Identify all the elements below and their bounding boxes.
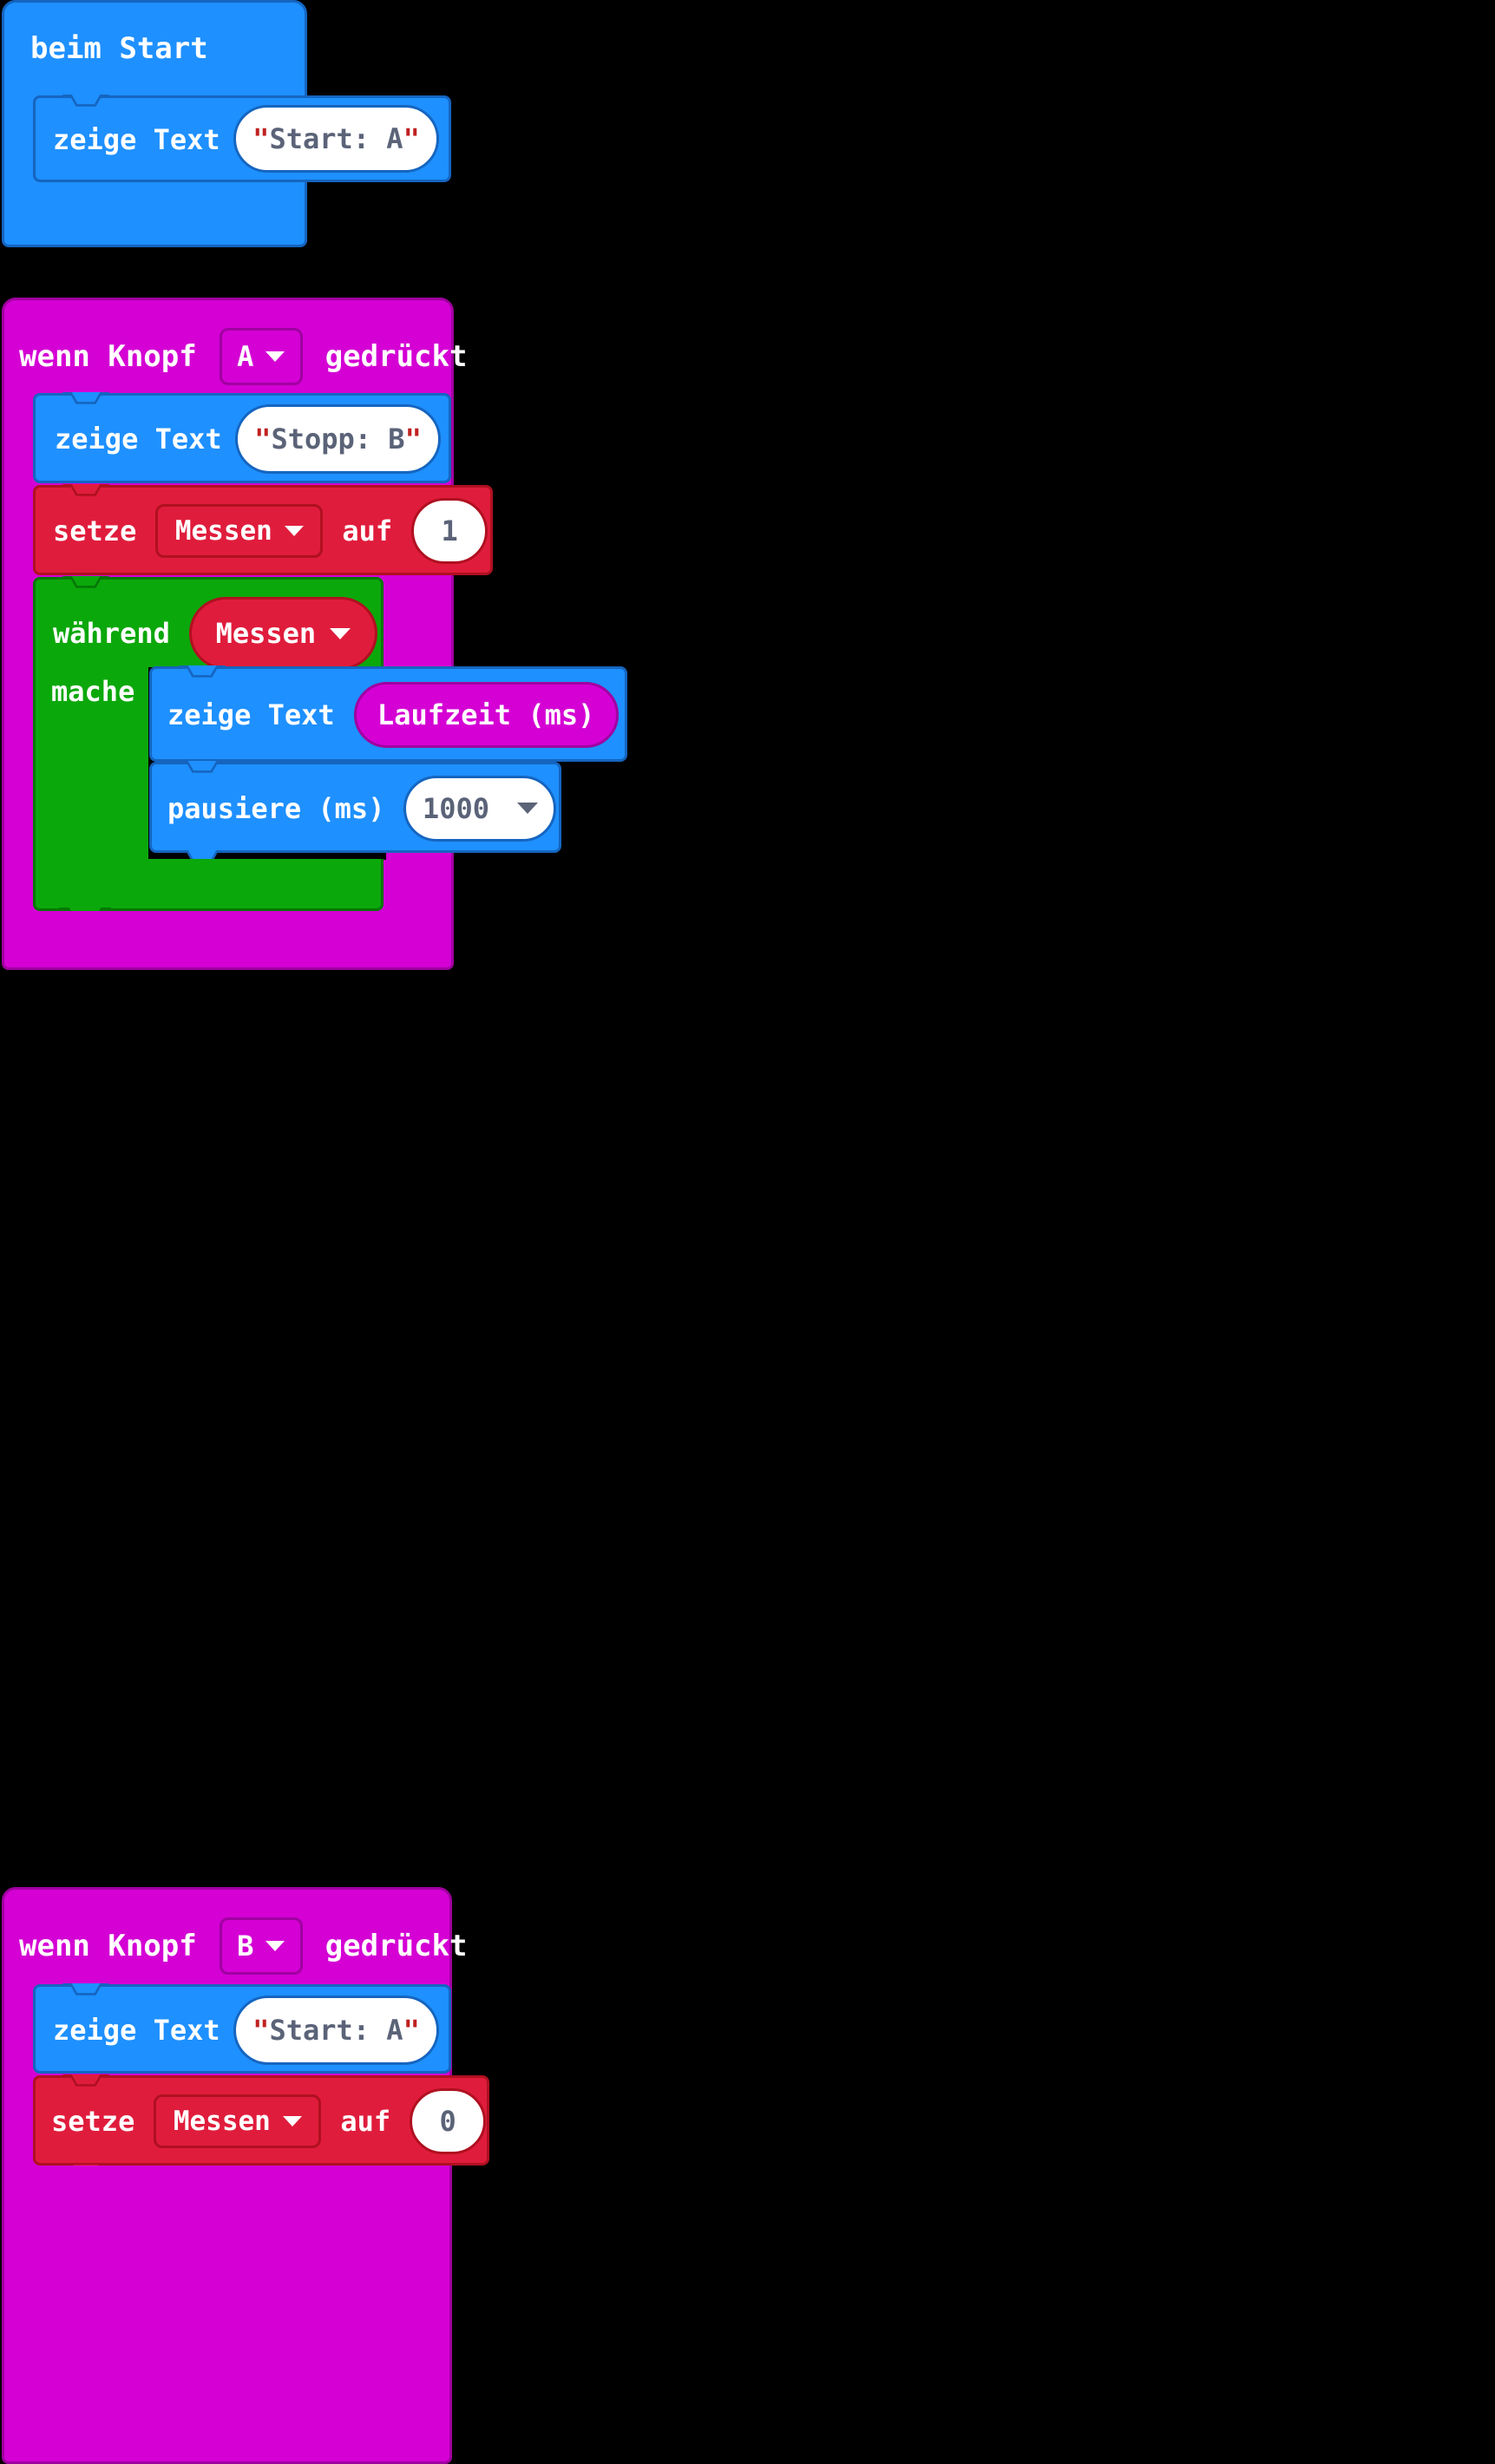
pause-duration-value: 1000 (422, 791, 489, 825)
on-button-b-header-row: wenn Knopf B gedrückt (19, 1917, 467, 1975)
show-string-label-3: zeige Text (53, 2014, 220, 2047)
variable-name-dropdown-2[interactable]: Messen (154, 2094, 322, 2148)
while-header-row: während Messen (53, 597, 377, 670)
string-input-value-2: Stopp: B (271, 423, 405, 455)
running-time-label: Laufzeit (ms) (377, 698, 595, 731)
chevron-down-icon (330, 627, 351, 639)
pause-duration-dropdown[interactable]: 1000 (403, 775, 557, 842)
notch-top-icon (179, 665, 226, 678)
wenn-knopf-label-2: wenn Knopf (19, 1929, 197, 1963)
quote-open: " (254, 423, 272, 455)
string-input-field[interactable]: "Start: A" (233, 105, 439, 173)
show-number-block[interactable]: zeige Text Laufzeit (ms) (149, 665, 627, 762)
show-string-block-3[interactable]: zeige Text "Start: A" (33, 1983, 451, 2074)
string-input-field-2[interactable]: "Stopp: B" (235, 404, 441, 474)
setze-label-2: setze (51, 2105, 135, 2138)
string-input-value: Start: A (269, 122, 403, 155)
while-condition-variable-pill[interactable]: Messen (188, 597, 377, 670)
notch-top-icon (62, 1983, 109, 1995)
set-value-number-field[interactable]: 1 (411, 498, 488, 564)
variable-name-value: Messen (174, 515, 272, 547)
waehrend-label: während (53, 617, 170, 650)
pause-label: pausiere (ms) (167, 791, 385, 825)
show-string-label: zeige Text (53, 123, 220, 156)
variable-name-value-2: Messen (173, 2106, 271, 2137)
button-b-dropdown[interactable]: B (219, 1917, 303, 1975)
show-number-label: zeige Text (167, 698, 335, 731)
show-string-block[interactable]: zeige Text "Start: A" (33, 95, 451, 182)
on-button-b-foot (2, 2166, 452, 2464)
quote-close: " (403, 2014, 420, 2047)
chevron-down-icon (266, 1941, 285, 1951)
variable-name-dropdown[interactable]: Messen (155, 504, 324, 558)
gedrueckt-label: gedrückt (325, 339, 468, 374)
set-variable-block[interactable]: setze Messen auf 1 (33, 484, 493, 575)
on-button-a-header-row: wenn Knopf A gedrückt (19, 328, 467, 385)
set-variable-block-2[interactable]: setze Messen auf 0 (33, 2074, 489, 2177)
notch-top-icon (62, 484, 109, 496)
notch-top-icon (62, 576, 109, 588)
quote-close: " (404, 423, 422, 455)
show-number-row: zeige Text Laufzeit (ms) (167, 669, 619, 761)
on-start-label: beim Start (30, 31, 208, 66)
auf-label-2: auf (340, 2105, 391, 2138)
set-variable-row-2: setze Messen auf 0 (51, 2078, 487, 2165)
button-a-dropdown[interactable]: A (219, 328, 303, 385)
show-string-block-2[interactable]: zeige Text "Stopp: B" (33, 392, 451, 483)
while-condition-value: Messen (215, 617, 317, 650)
wenn-knopf-label: wenn Knopf (19, 339, 197, 374)
setze-label: setze (53, 514, 137, 547)
chevron-down-icon (284, 526, 304, 536)
chevron-down-icon (266, 351, 285, 362)
set-value-number-field-2[interactable]: 0 (410, 2088, 487, 2154)
string-input-field-3[interactable]: "Start: A" (233, 1995, 439, 2065)
on-button-a-foot (2, 911, 454, 970)
quote-open: " (252, 2014, 270, 2047)
set-value-number-2: 0 (439, 2105, 456, 2138)
pause-block[interactable]: pausiere (ms) 1000 (149, 761, 561, 862)
notch-top-icon (62, 2074, 109, 2087)
show-string-label-2: zeige Text (55, 423, 222, 455)
pause-row: pausiere (ms) 1000 (167, 764, 557, 852)
notch-top-icon (62, 392, 109, 404)
running-time-reporter-pill[interactable]: Laufzeit (ms) (353, 682, 619, 748)
button-a-dropdown-value: A (237, 340, 254, 373)
quote-open: " (252, 122, 270, 155)
chevron-down-icon (282, 2116, 302, 2127)
set-variable-row: setze Messen auf 1 (53, 488, 488, 574)
while-loop-foot (33, 859, 384, 911)
gedrueckt-label-2: gedrückt (325, 1929, 468, 1963)
chevron-down-icon (516, 803, 538, 814)
set-value-number: 1 (441, 514, 458, 547)
mache-label: mache (51, 675, 135, 708)
quote-close: " (403, 122, 420, 155)
auf-label: auf (342, 514, 393, 547)
notch-top-icon (62, 95, 109, 107)
string-input-value-3: Start: A (269, 2014, 403, 2047)
button-b-dropdown-value: B (237, 1930, 254, 1963)
notch-top-icon (179, 761, 226, 773)
